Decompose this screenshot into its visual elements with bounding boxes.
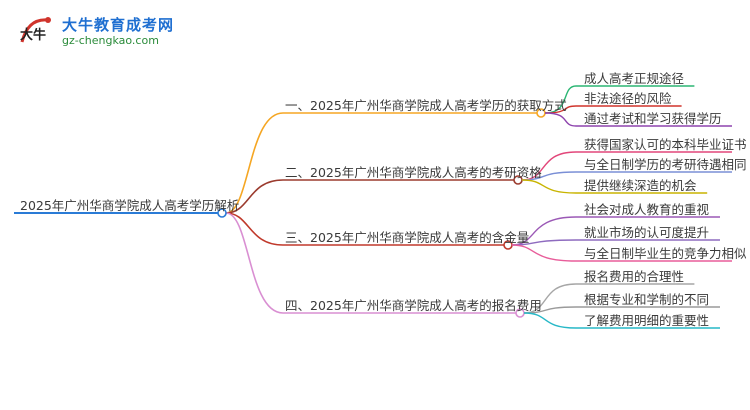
branch-label-1[interactable]: 一、2025年广州华商学院成人高考学历的获取方式 [285,98,567,113]
leaf-label-4-2[interactable]: 根据专业和学制的不同 [584,292,710,307]
root-label: 2025年广州华商学院成人高考学历解析 [20,198,240,213]
leaf-label-3-1[interactable]: 社会对成人教育的重视 [584,202,710,217]
leaf-connector-1-3 [544,112,577,127]
leaf-label-2-2[interactable]: 与全日制学历的考研待遇相同 [584,157,747,172]
leaf-label-4-3[interactable]: 了解费用明细的重要性 [584,313,710,328]
branch-connector-2 [225,179,284,214]
leaf-connector-2-3 [521,179,577,194]
leaf-label-4-1[interactable]: 报名费用的合理性 [584,269,685,284]
bull-logo-icon [20,17,51,43]
branch-connector-3 [225,212,284,246]
root-node-circle[interactable] [217,208,227,218]
branch-label-4[interactable]: 四、2025年广州华商学院成人高考的报名费用 [285,298,542,313]
logo-title: 大牛教育成考网 [62,16,175,34]
leaf-label-2-1[interactable]: 获得国家认可的本科毕业证书 [584,137,747,152]
branch-connector-1 [225,112,284,214]
logo-mark-text: 大牛 [20,28,47,43]
leaf-label-2-3[interactable]: 提供继续深造的机会 [584,178,697,193]
branch-label-2[interactable]: 二、2025年广州华商学院成人高考的考研资格 [285,165,542,180]
leaf-label-1-3[interactable]: 通过考试和学习获得学历 [584,111,722,126]
logo-subtitle: gz-chengkao.com [62,34,159,47]
leaf-label-1-1[interactable]: 成人高考正规途径 [584,71,685,86]
branch-label-3[interactable]: 三、2025年广州华商学院成人高考的含金量 [285,230,530,245]
leaf-label-3-2[interactable]: 就业市场的认可度提升 [584,225,710,240]
leaf-label-1-2[interactable]: 非法途径的风险 [584,91,672,106]
site-logo[interactable]: 大牛 大牛教育成考网 gz-chengkao.com [8,8,178,56]
leaf-label-3-3[interactable]: 与全日制毕业生的竞争力相似 [584,246,747,261]
leaf-connector-4-3 [523,312,577,329]
branch-connector-4 [225,212,284,314]
leaf-connector-3-1 [511,216,577,246]
leaf-connector-3-3 [511,244,577,262]
